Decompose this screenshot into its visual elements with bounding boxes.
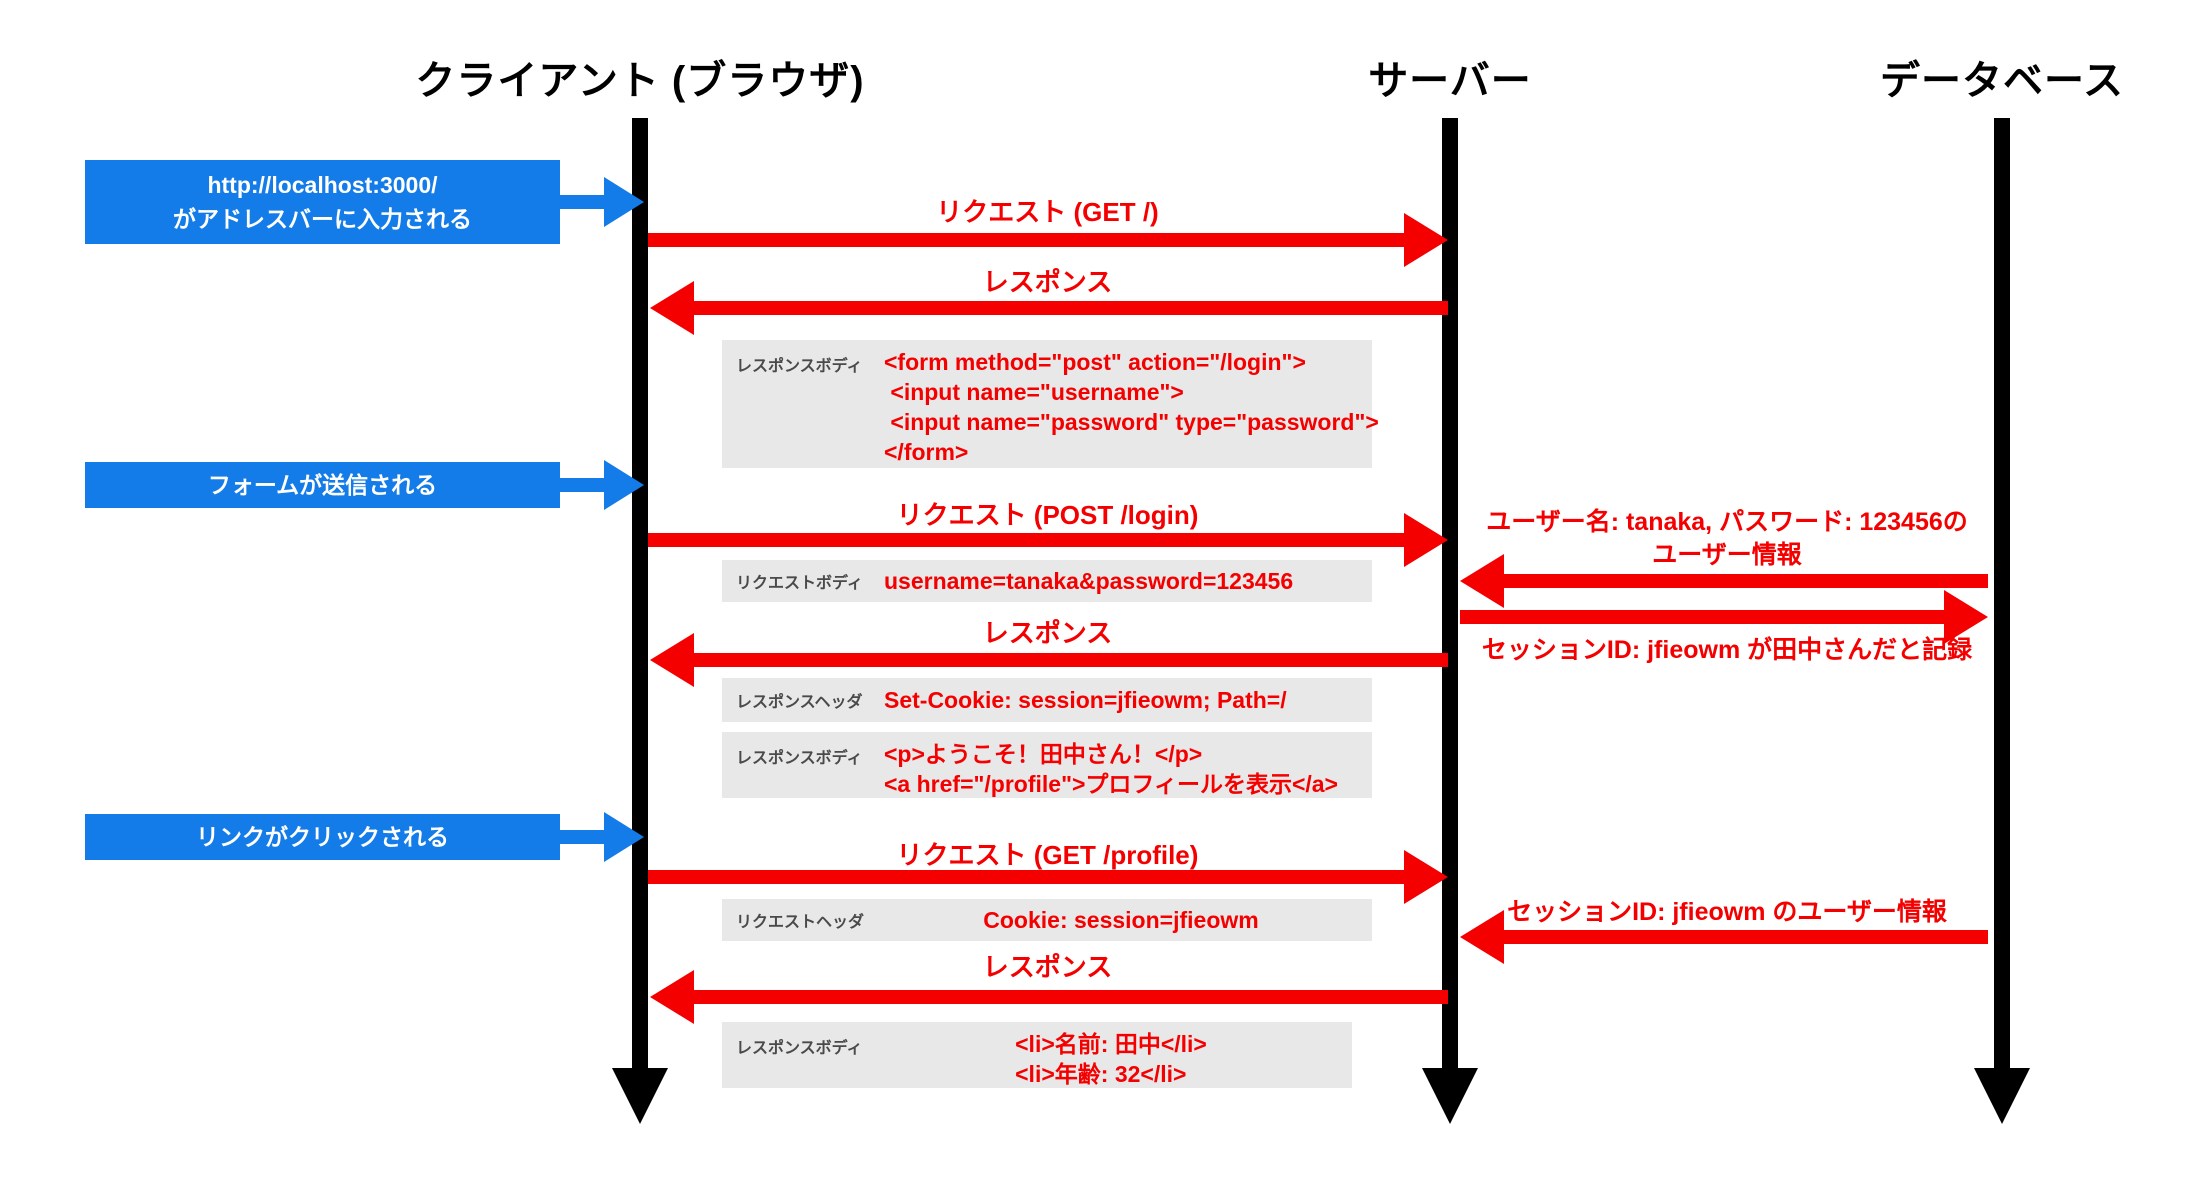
payload-code-line: username=tanaka&password=123456 bbox=[884, 568, 1294, 594]
payload-label: レスポンスボディ bbox=[736, 1040, 863, 1057]
payload-code-line: </form> bbox=[884, 439, 969, 465]
payload-label: レスポンスボディ bbox=[736, 358, 863, 375]
message-label-request-get-root: リクエスト (GET /) bbox=[936, 197, 1159, 227]
lifeline-database-arrow-down-icon bbox=[1974, 1068, 2030, 1124]
payload-label: リクエストヘッダ bbox=[736, 914, 865, 931]
payload-code-line: <input name="username"> bbox=[884, 379, 1184, 405]
payload-label: レスポンスボディ bbox=[736, 750, 863, 767]
blue-arrow-shaft bbox=[560, 195, 604, 209]
payload-code-line: <li>名前: 田中</li> bbox=[1015, 1031, 1207, 1057]
blue-arrow-right-icon bbox=[604, 177, 644, 227]
db-arrow-shaft bbox=[1504, 930, 1988, 944]
db-message-label-line: ユーザー名: tanaka, パスワード: 123456の bbox=[1486, 508, 1968, 536]
message-arrow-shaft bbox=[648, 533, 1404, 547]
payload-code-line: <input name="password" type="password"> bbox=[884, 409, 1379, 435]
db-arrow-shaft bbox=[1504, 574, 1988, 588]
lifeline-client bbox=[632, 118, 648, 1070]
lifeline-server bbox=[1442, 118, 1458, 1070]
message-arrow-left-icon bbox=[650, 281, 694, 335]
message-label-response: レスポンス bbox=[982, 618, 1113, 648]
message-arrow-shaft bbox=[648, 233, 1404, 247]
lifeline-client-arrow-down-icon bbox=[612, 1068, 668, 1124]
payload-box-response-body: レスポンスボディ <p>ようこそ！田中さん！</p> <a href="/pro… bbox=[722, 732, 1372, 798]
db-message-label-session-recorded: セッションID: jfieowm が田中さんだと記録 bbox=[1462, 634, 1992, 667]
actor-label-database: データベース bbox=[1880, 59, 2124, 103]
message-arrow-left-icon bbox=[650, 970, 694, 1024]
user-action-text: フォームが送信される bbox=[207, 472, 438, 498]
payload-code-line: <form method="post" action="/login"> bbox=[884, 349, 1306, 375]
payload-code-line: Cookie: session=jfieowm bbox=[983, 907, 1259, 933]
blue-arrow-right-icon bbox=[604, 460, 644, 510]
payload-label: リクエストボディ bbox=[736, 575, 863, 592]
payload-code-line: <li>年齢: 32</li> bbox=[1015, 1061, 1187, 1087]
db-arrow-left-icon bbox=[1460, 554, 1504, 608]
user-action-box-form-submitted: フォームが送信される bbox=[85, 462, 560, 508]
payload-box-response-body: レスポンスボディ <li>名前: 田中</li> <li>年齢: 32</li> bbox=[722, 1022, 1352, 1088]
payload-box-response-header: レスポンスヘッダ Set-Cookie: session=jfieowm; Pa… bbox=[722, 678, 1372, 722]
db-arrow-left-icon bbox=[1460, 910, 1504, 964]
db-arrow-right-icon bbox=[1944, 590, 1988, 644]
db-message-label-user-lookup: ユーザー名: tanaka, パスワード: 123456の ユーザー情報 bbox=[1462, 506, 1992, 572]
lifeline-server-arrow-down-icon bbox=[1422, 1068, 1478, 1124]
message-arrow-right-icon bbox=[1404, 513, 1448, 567]
blue-arrow-shaft bbox=[560, 478, 604, 492]
db-message-label-line: ユーザー情報 bbox=[1652, 541, 1802, 569]
payload-box-request-header: リクエストヘッダ Cookie: session=jfieowm bbox=[722, 899, 1372, 941]
actor-label-server: サーバー bbox=[1368, 59, 1532, 103]
blue-arrow-shaft bbox=[560, 830, 604, 844]
message-arrow-right-icon bbox=[1404, 850, 1448, 904]
message-arrow-shaft bbox=[694, 990, 1448, 1004]
user-action-box-link-clicked: リンクがクリックされる bbox=[85, 814, 560, 860]
message-label-request-post-login: リクエスト (POST /login) bbox=[896, 500, 1199, 530]
db-message-label-line: セッションID: jfieowm が田中さんだと記録 bbox=[1481, 636, 1973, 664]
blue-arrow-right-icon bbox=[604, 812, 644, 862]
message-arrow-left-icon bbox=[650, 633, 694, 687]
message-label-response: レスポンス bbox=[982, 267, 1113, 297]
message-arrow-shaft bbox=[694, 301, 1448, 315]
message-arrow-right-icon bbox=[1404, 213, 1448, 267]
payload-code-line: <a href="/profile">プロフィールを表示</a> bbox=[884, 771, 1338, 797]
message-arrow-shaft bbox=[648, 870, 1404, 884]
message-label-request-get-profile: リクエスト (GET /profile) bbox=[896, 840, 1199, 870]
actor-label-client: クライアント (ブラウザ) bbox=[415, 59, 865, 103]
payload-label: レスポンスヘッダ bbox=[736, 694, 863, 711]
message-arrow-shaft bbox=[694, 653, 1448, 667]
db-message-label-line: セッションID: jfieowm のユーザー情報 bbox=[1507, 898, 1947, 926]
user-action-text: リンクがクリックされる bbox=[196, 824, 449, 850]
user-action-text: http://localhost:3000/ bbox=[207, 172, 438, 198]
payload-box-response-body: レスポンスボディ <form method="post" action="/lo… bbox=[722, 340, 1379, 468]
lifeline-database bbox=[1994, 118, 2010, 1070]
message-label-response: レスポンス bbox=[982, 952, 1113, 982]
user-action-text: がアドレスバーに入力される bbox=[173, 206, 472, 232]
db-arrow-shaft bbox=[1460, 610, 1944, 624]
db-message-label-session-user-info: セッションID: jfieowm のユーザー情報 bbox=[1462, 896, 1992, 929]
user-action-box-url-entered: http://localhost:3000/ がアドレスバーに入力される bbox=[85, 160, 560, 244]
payload-code-line: <p>ようこそ！田中さん！</p> bbox=[884, 741, 1203, 767]
payload-box-request-body: リクエストボディ username=tanaka&password=123456 bbox=[722, 560, 1372, 602]
payload-code-line: Set-Cookie: session=jfieowm; Path=/ bbox=[884, 687, 1287, 713]
